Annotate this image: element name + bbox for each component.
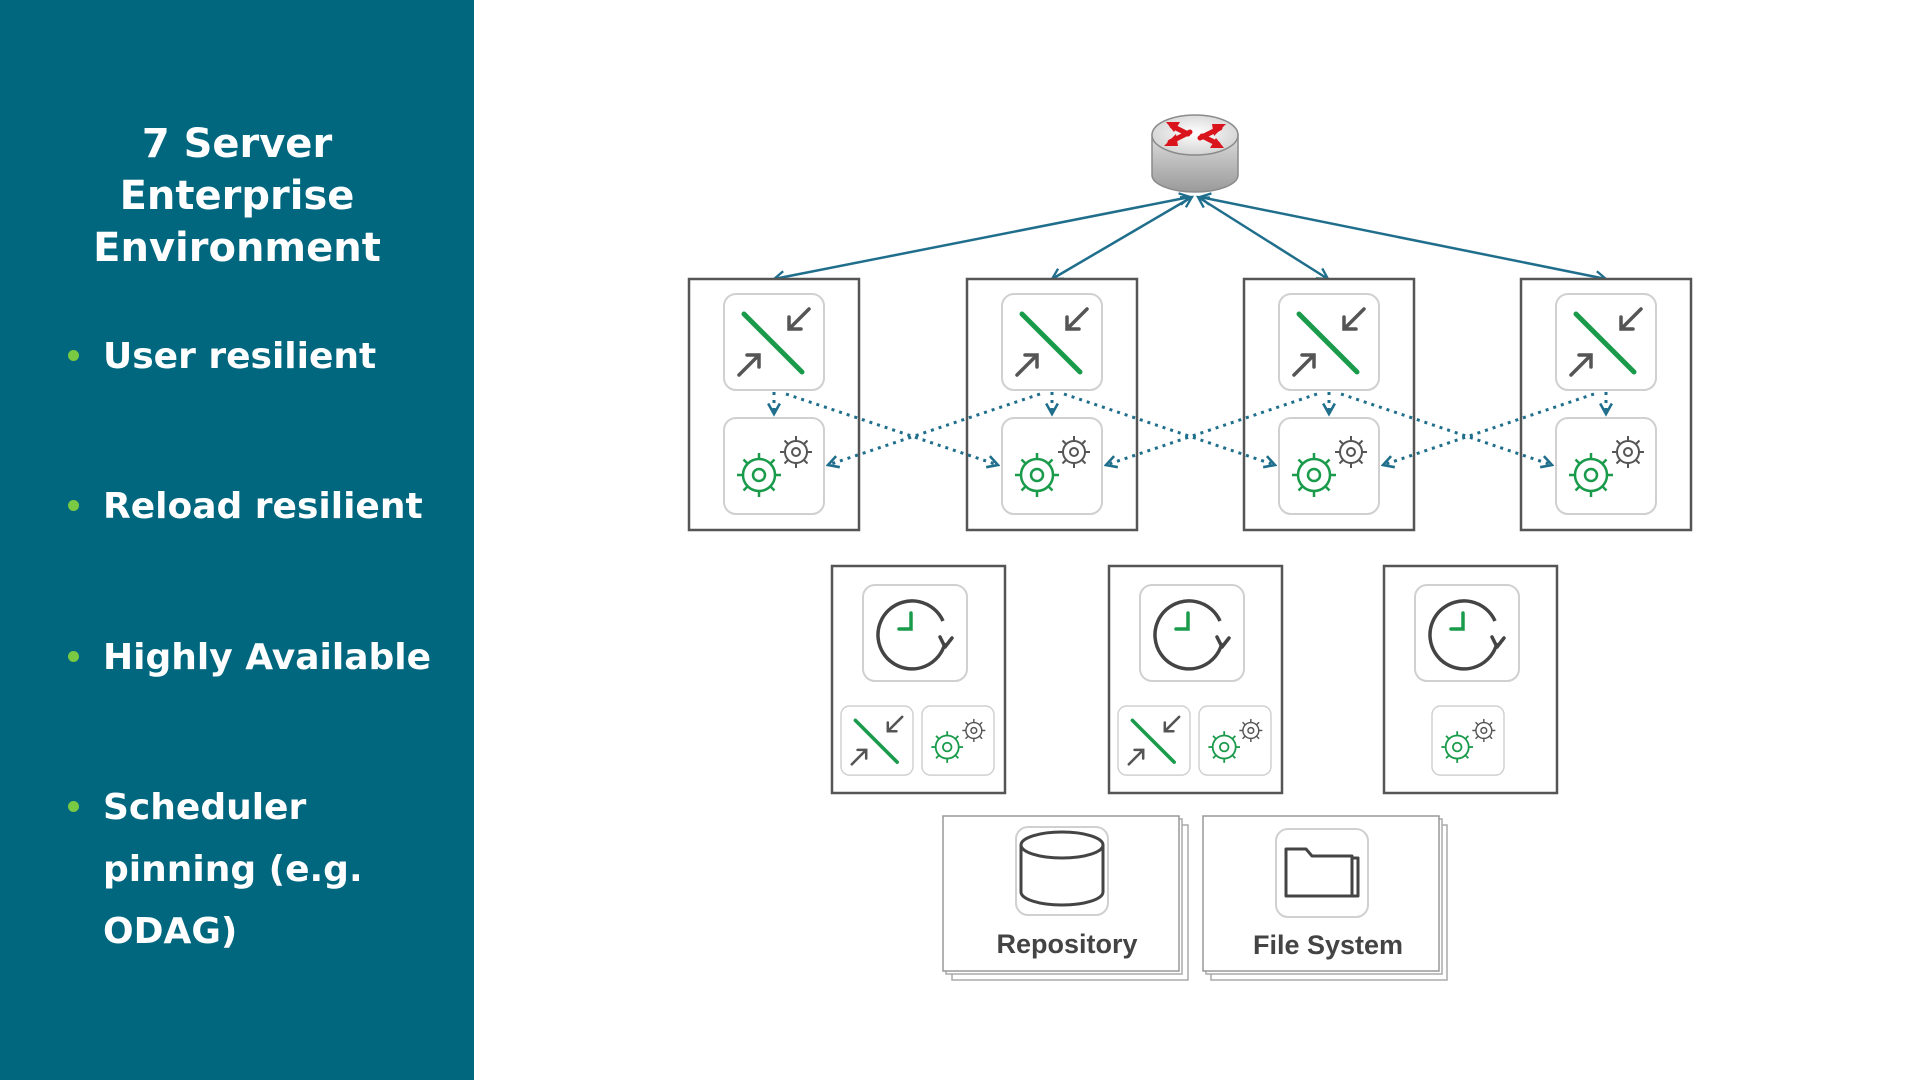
engine-icon [921,705,995,777]
bullet-item: Scheduler pinning (e.g. ODAG) [68,777,448,963]
engine-icon [1277,416,1381,516]
title-line: Environment [93,225,381,271]
bullet-item: Highly Available [68,627,448,689]
engine-icon [1000,416,1104,516]
bullet-text: User resilient [103,336,377,377]
sidebar-panel: 7 Server Enterprise Environment User res… [0,0,474,1080]
bullet-item: User resilient [68,326,448,388]
proxy-icon [1556,294,1656,390]
scheduler-node [1382,564,1559,795]
consumer-node [1242,277,1416,532]
proxy-engine-connectors [774,392,1606,465]
file-system-label: File System [1253,930,1403,960]
bullet-text: Highly Available [103,637,432,678]
consumer-node [687,277,861,532]
bullet-text: Scheduler pinning (e.g. ODAG) [103,787,363,952]
consumer-node [1519,277,1693,532]
scheduler-icon [1413,583,1521,683]
consumer-node [965,277,1139,532]
slide-title: 7 Server Enterprise Environment [0,118,474,274]
bullet-item: Reload resilient [68,476,448,538]
scheduler-node [1107,564,1284,795]
bullet-dot [68,651,79,662]
proxy-icon [1279,294,1379,390]
database-icon [1015,826,1109,916]
file-system-node: File System [1202,815,1448,981]
repository-label: Repository [996,929,1137,959]
repository-node: Repository [942,815,1189,981]
proxy-icon [1116,704,1192,777]
router-icon [1151,114,1239,193]
title-line: Enterprise [119,173,355,219]
proxy-icon [1002,294,1102,390]
scheduler-icon [861,583,969,683]
engine-icon [1198,705,1272,777]
proxy-icon [839,704,915,777]
title-line: 7 Server [141,121,333,167]
bullet-dot [68,500,79,511]
router-connectors [774,197,1606,279]
folder-icon [1275,828,1369,918]
bullet-dot [68,801,79,812]
proxy-icon [724,294,824,390]
scheduler-node [830,564,1007,795]
engine-icon [722,416,826,516]
engine-icon [1554,416,1658,516]
engine-icon [1431,705,1505,777]
scheduler-icon [1138,583,1246,683]
bullet-dot [68,350,79,361]
bullet-text: Reload resilient [103,486,423,527]
